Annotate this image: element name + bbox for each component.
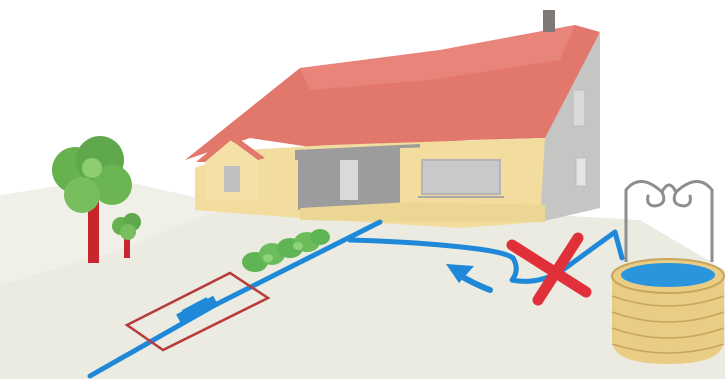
gable-window-lower — [576, 158, 586, 186]
tree-foliage-highlight — [82, 158, 102, 178]
garage-window — [422, 160, 500, 194]
chimney — [543, 10, 555, 32]
gable-window-upper — [573, 90, 585, 126]
small-tree-foliage — [120, 224, 136, 240]
well-frame-scroll — [626, 181, 664, 206]
tree-foliage — [64, 177, 100, 213]
well — [612, 181, 724, 364]
well-frame-scroll — [674, 181, 712, 206]
dormer-window — [224, 166, 240, 192]
well-water — [621, 263, 715, 287]
house — [185, 10, 600, 228]
porch-wall-left — [260, 160, 298, 212]
front-door — [340, 160, 358, 200]
